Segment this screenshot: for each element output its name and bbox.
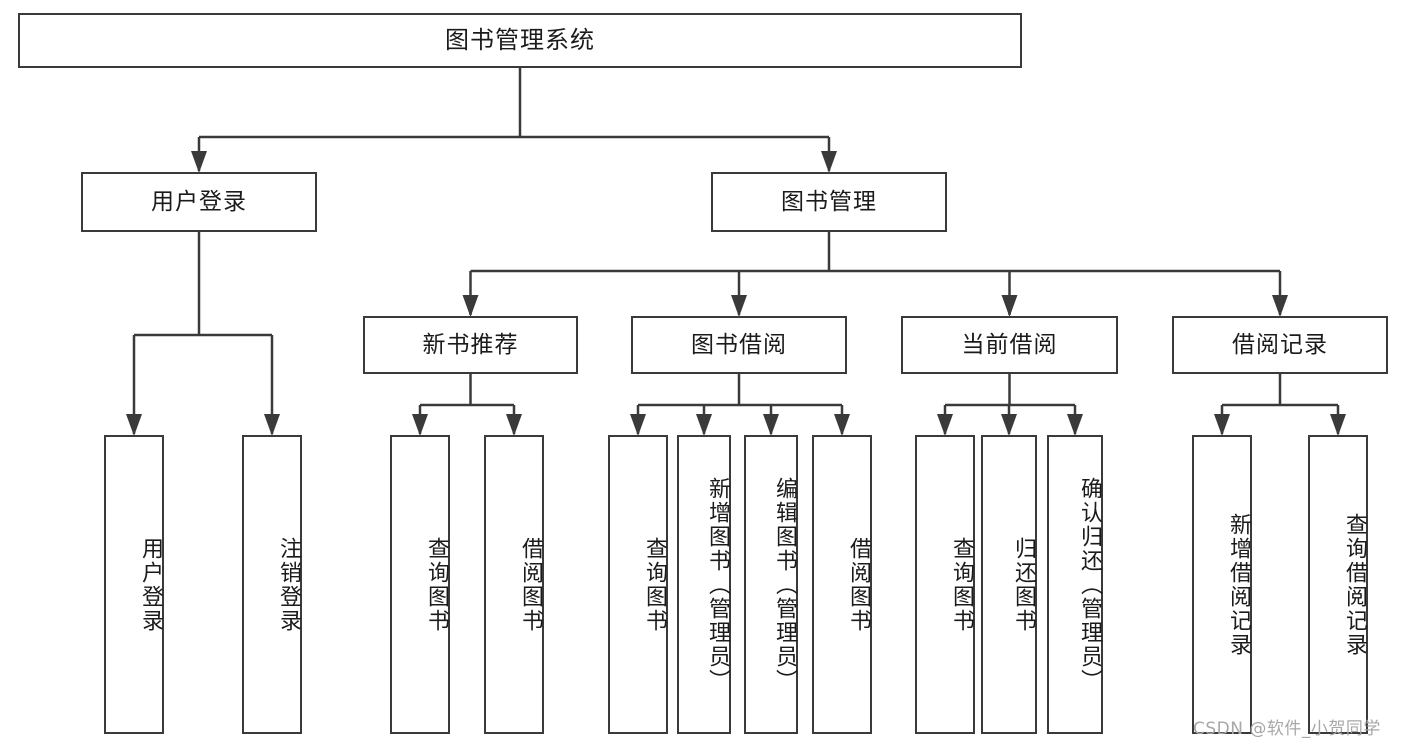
node-borrow-query-book[interactable]: 查询图书 [608, 435, 668, 734]
arrowhead-icon [630, 414, 646, 436]
node-label: 确认归还（管理员） [1077, 476, 1102, 693]
arrowhead-icon [1067, 414, 1083, 436]
arrowhead-icon [1330, 414, 1346, 436]
arrowhead-icon [412, 414, 428, 436]
arrowhead-icon [264, 414, 280, 436]
arrowhead-icon [191, 151, 207, 173]
node-label: 借阅图书 [846, 536, 871, 633]
node-label: 新书推荐 [422, 331, 519, 358]
node-book-manage[interactable]: 图书管理 [711, 172, 947, 232]
arrowhead-icon [1214, 414, 1230, 436]
node-user-login[interactable]: 用户登录 [81, 172, 317, 232]
node-root[interactable]: 图书管理系统 [18, 13, 1022, 68]
arrowhead-icon [126, 414, 142, 436]
node-borrow-add-book[interactable]: 新增图书（管理员） [677, 435, 731, 734]
node-label: 当前借阅 [961, 331, 1058, 358]
node-rec-query-record[interactable]: 查询借阅记录 [1308, 435, 1368, 734]
arrowhead-icon [834, 414, 850, 436]
arrowhead-icon [1272, 295, 1288, 317]
node-label: 用户登录 [138, 536, 163, 633]
arrowhead-icon [462, 295, 479, 317]
arrowhead-icon [1001, 295, 1018, 317]
node-borrow-lend-book[interactable]: 借阅图书 [812, 435, 872, 734]
node-cur-return-book[interactable]: 归还图书 [981, 435, 1037, 734]
node-label: 查询图书 [424, 536, 449, 633]
node-label: 归还图书 [1011, 536, 1036, 633]
node-rec-add-record[interactable]: 新增借阅记录 [1192, 435, 1252, 734]
node-current-borrow[interactable]: 当前借阅 [901, 316, 1118, 374]
node-label: 编辑图书（管理员） [772, 476, 797, 693]
arrowhead-icon [937, 414, 953, 436]
node-label: 用户登录 [151, 188, 247, 215]
node-borrow-edit-book[interactable]: 编辑图书（管理员） [744, 435, 798, 734]
node-leaf-user-login[interactable]: 用户登录 [104, 435, 164, 734]
node-label: 图书管理系统 [445, 25, 595, 54]
node-label: 图书借阅 [691, 331, 787, 358]
node-cur-query-book[interactable]: 查询图书 [915, 435, 975, 734]
arrowhead-icon [1001, 414, 1017, 436]
arrowhead-icon [763, 414, 779, 436]
node-book-borrow[interactable]: 图书借阅 [631, 316, 847, 374]
node-label: 借阅记录 [1232, 331, 1328, 358]
node-label: 查询借阅记录 [1342, 512, 1367, 657]
node-label: 新增图书（管理员） [705, 476, 730, 693]
node-label: 查询图书 [949, 536, 974, 633]
arrowhead-icon [506, 414, 522, 436]
node-leaf-logout[interactable]: 注销登录 [242, 435, 302, 734]
arrowhead-icon [821, 151, 837, 173]
node-label: 注销登录 [276, 536, 301, 633]
node-rec-query-book[interactable]: 查询图书 [390, 435, 450, 734]
node-borrow-record[interactable]: 借阅记录 [1172, 316, 1388, 374]
node-label: 图书管理 [781, 188, 877, 215]
node-label: 查询图书 [642, 536, 667, 633]
arrowhead-icon [731, 295, 747, 317]
node-label: 新增借阅记录 [1226, 512, 1251, 657]
node-cur-confirm-return[interactable]: 确认归还（管理员） [1047, 435, 1103, 734]
node-label: 借阅图书 [518, 536, 543, 633]
node-rec-borrow-book[interactable]: 借阅图书 [484, 435, 544, 734]
node-new-book-rec[interactable]: 新书推荐 [363, 316, 578, 374]
arrowhead-icon [696, 414, 712, 436]
